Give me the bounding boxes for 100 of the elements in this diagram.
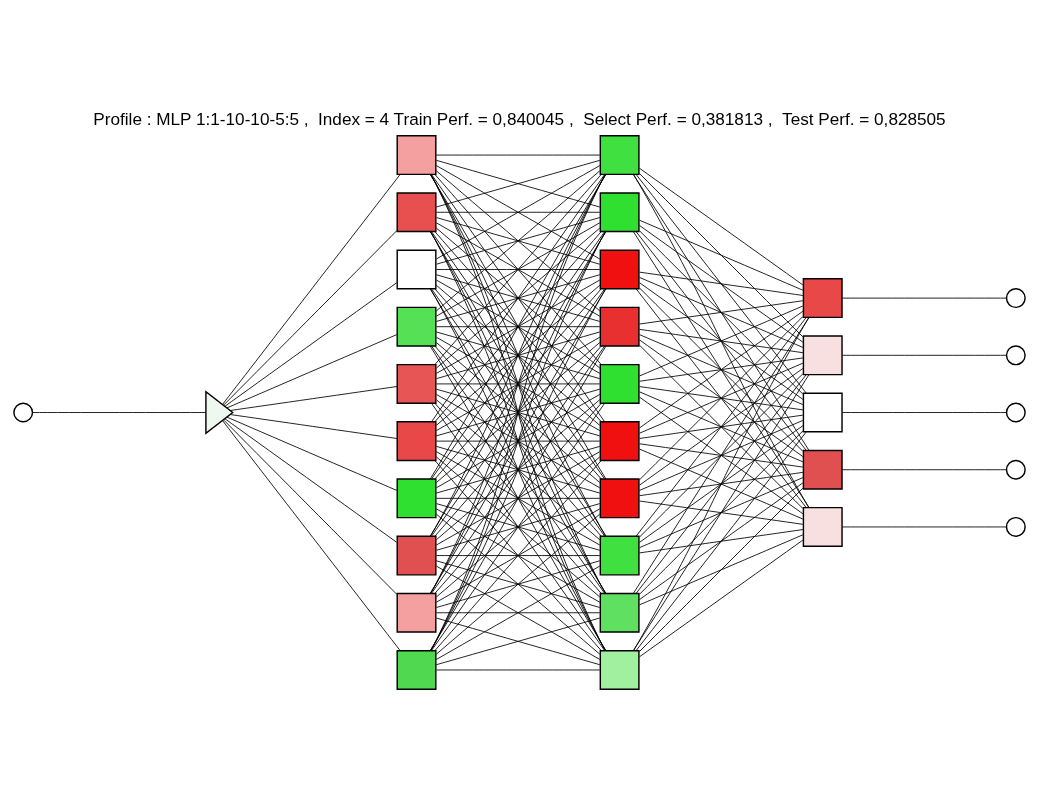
node-box — [396, 592, 437, 633]
connector — [436, 216, 601, 265]
connector — [223, 419, 398, 595]
connector — [436, 502, 601, 551]
connector — [635, 287, 807, 508]
connector — [639, 419, 804, 491]
node-triangle — [205, 389, 234, 435]
connector — [436, 211, 601, 213]
connector — [436, 268, 601, 270]
connector — [431, 402, 606, 651]
connector — [639, 338, 804, 457]
connector — [841, 411, 1007, 413]
node-box — [802, 277, 843, 318]
connector — [436, 617, 601, 665]
connector — [841, 468, 1007, 470]
connector — [436, 383, 601, 384]
connector — [639, 442, 804, 468]
connector — [639, 414, 804, 439]
connector — [639, 487, 804, 652]
connector — [224, 417, 398, 543]
connector — [639, 390, 804, 462]
connector — [639, 396, 804, 514]
connector — [633, 174, 809, 507]
connector — [639, 367, 804, 486]
connector — [639, 372, 804, 537]
node-box — [396, 191, 437, 232]
connector — [434, 402, 602, 594]
node-box — [802, 506, 843, 547]
connector — [639, 528, 804, 553]
connector — [429, 173, 607, 479]
connector — [841, 297, 1007, 298]
connector — [436, 164, 601, 259]
connector — [639, 299, 804, 324]
connector — [434, 345, 602, 536]
node-box — [396, 649, 437, 690]
connector — [436, 440, 601, 442]
connector — [639, 476, 804, 548]
connector — [436, 669, 601, 670]
node-box — [396, 306, 437, 347]
connector — [639, 500, 804, 525]
connector — [633, 173, 810, 450]
connector — [436, 445, 601, 493]
connector — [639, 430, 804, 595]
connector — [639, 305, 804, 376]
connector — [639, 539, 804, 657]
connector — [436, 393, 601, 488]
node-box — [599, 535, 640, 576]
node-circle — [1005, 459, 1026, 480]
node-box — [396, 363, 437, 404]
connector — [633, 231, 810, 508]
node-box — [599, 420, 640, 461]
connector — [431, 173, 606, 422]
connector — [639, 344, 804, 509]
connector — [635, 230, 807, 451]
connector — [436, 507, 601, 603]
node-box — [802, 392, 843, 433]
connector — [436, 331, 601, 379]
connector — [436, 456, 601, 597]
connector — [639, 333, 804, 405]
connector — [436, 336, 601, 431]
node-box — [396, 134, 437, 175]
node-box — [599, 191, 640, 232]
connector — [639, 448, 804, 519]
connector — [434, 173, 602, 365]
connector — [639, 357, 804, 382]
connector — [639, 310, 804, 428]
connector — [230, 413, 398, 439]
connector — [436, 513, 601, 655]
connector — [429, 345, 607, 651]
connector — [436, 611, 601, 613]
connector — [633, 317, 809, 650]
node-box — [396, 477, 437, 518]
connector — [639, 362, 804, 434]
connector — [436, 273, 601, 322]
node-box — [802, 449, 843, 490]
connector — [434, 288, 602, 479]
node-box — [599, 477, 640, 518]
connector — [639, 281, 804, 400]
connector — [436, 279, 601, 374]
connector — [222, 419, 401, 651]
connector — [639, 276, 804, 348]
connector — [436, 325, 601, 327]
connector — [633, 374, 810, 651]
connector — [434, 230, 602, 422]
connector — [224, 281, 398, 407]
connector — [429, 287, 607, 594]
connector — [639, 287, 804, 452]
connector — [436, 388, 601, 436]
connector — [639, 328, 804, 353]
connector — [635, 316, 807, 537]
connector — [436, 497, 601, 499]
connector — [639, 424, 804, 543]
connector — [436, 554, 601, 556]
connector — [436, 169, 601, 311]
connector — [639, 471, 804, 496]
node-circle — [1005, 516, 1026, 537]
connector — [639, 481, 804, 600]
connector — [222, 173, 401, 405]
connector — [230, 385, 398, 411]
node-circle — [13, 402, 34, 423]
